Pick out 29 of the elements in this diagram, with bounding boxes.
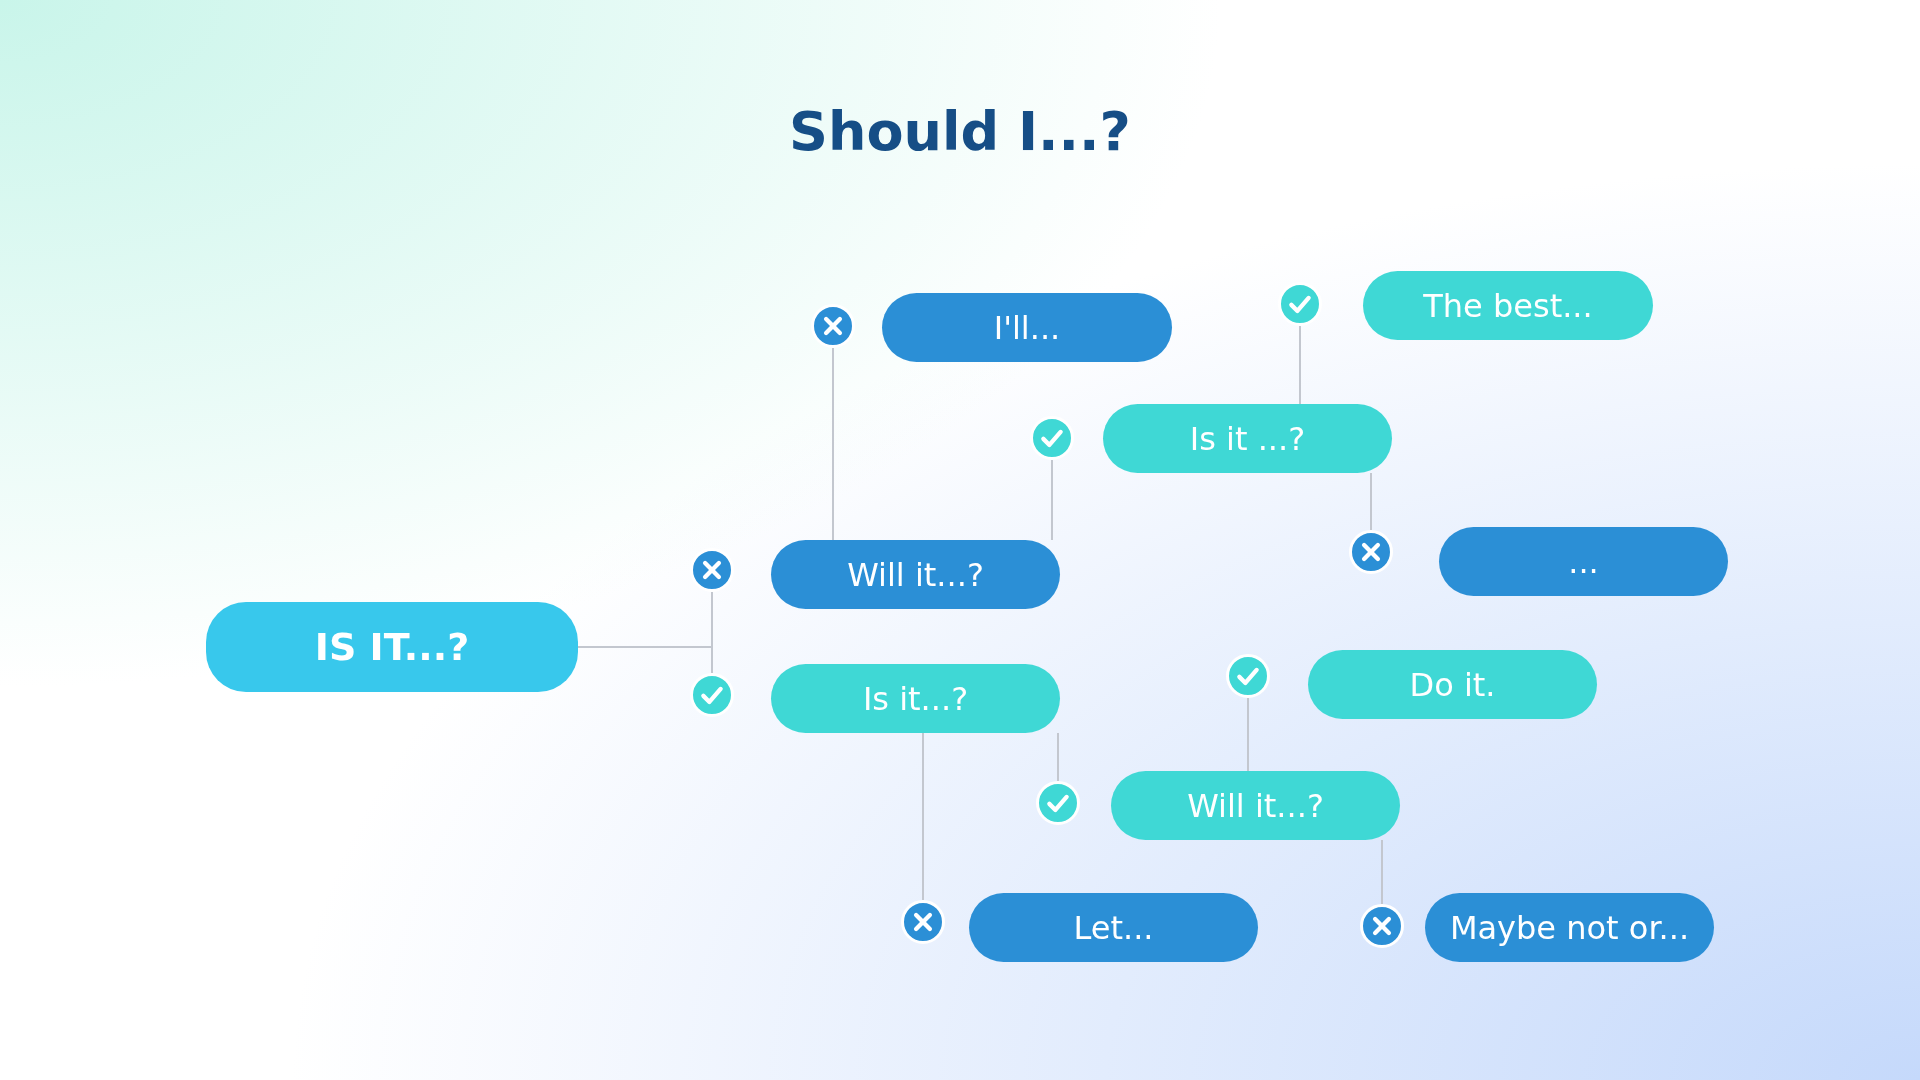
answer-pill: Is it...? — [771, 664, 1060, 733]
connector-line — [577, 646, 713, 674]
connector-line — [1051, 459, 1053, 541]
connector-line — [1370, 472, 1372, 531]
answer-pill: Maybe not or... — [1425, 893, 1714, 962]
answer-pill: Will it...? — [771, 540, 1060, 609]
cross-icon — [811, 304, 855, 348]
check-icon — [690, 673, 734, 717]
answer-pill: IS IT...? — [206, 602, 578, 692]
answer-pill: Is it ...? — [1103, 404, 1392, 473]
answer-pill: The best... — [1363, 271, 1653, 340]
connector-line — [832, 347, 834, 541]
connector-line — [922, 732, 924, 901]
answer-pill: Do it. — [1308, 650, 1597, 719]
title: Should I...? — [788, 100, 1132, 163]
check-icon — [1226, 654, 1270, 698]
connector-line — [1299, 325, 1301, 405]
answer-pill: Let... — [969, 893, 1258, 962]
check-icon — [1036, 781, 1080, 825]
cross-icon — [1360, 904, 1404, 948]
check-icon — [1030, 416, 1074, 460]
connector-line — [1247, 697, 1249, 772]
answer-pill: ... — [1439, 527, 1728, 596]
connector-line — [1057, 732, 1059, 782]
cross-icon — [1349, 530, 1393, 574]
connector-line — [1381, 839, 1383, 905]
cross-icon — [901, 900, 945, 944]
answer-pill: I'll... — [882, 293, 1172, 362]
answer-pill: Will it...? — [1111, 771, 1400, 840]
